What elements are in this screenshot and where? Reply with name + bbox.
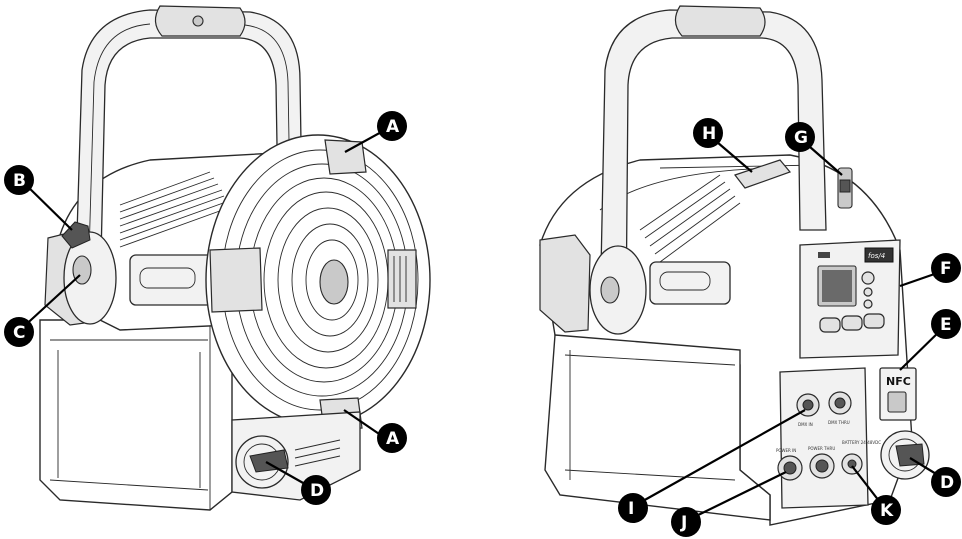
callout-label: J bbox=[680, 513, 687, 533]
callout-e: E bbox=[931, 309, 961, 339]
rear-cooling-fins bbox=[639, 174, 741, 263]
callout-label: D bbox=[940, 473, 954, 493]
panel-button-1[interactable] bbox=[819, 317, 841, 333]
rear-view: fos/4 NFC DMX IN DMX THRU POWER IN POWER… bbox=[539, 5, 930, 526]
nfc-label: NFC bbox=[886, 375, 911, 388]
callout-h: H bbox=[693, 118, 723, 148]
dmx-in-label: DMX IN bbox=[798, 422, 813, 427]
callout-c: C bbox=[4, 317, 34, 347]
callout-label: E bbox=[940, 315, 952, 335]
connector-panel bbox=[779, 367, 869, 509]
panel-button-2[interactable] bbox=[841, 315, 863, 331]
menu-button[interactable] bbox=[861, 271, 875, 285]
callout-label: A bbox=[386, 429, 400, 449]
callout-label: H bbox=[702, 124, 716, 144]
callout-g: G bbox=[785, 122, 815, 152]
rear-base-housing bbox=[544, 334, 771, 521]
callout-label: D bbox=[310, 481, 324, 501]
callout-a-bottom: A bbox=[377, 423, 407, 453]
callout-d-front: D bbox=[301, 475, 331, 505]
gel-clip-top bbox=[324, 139, 367, 175]
cooling-fins bbox=[119, 171, 229, 248]
battery-label: BATTERY 24-48VDC bbox=[842, 440, 881, 445]
up-button[interactable] bbox=[863, 287, 873, 297]
down-button[interactable] bbox=[863, 299, 873, 309]
callout-b: B bbox=[4, 165, 34, 195]
callout-i: I bbox=[618, 493, 648, 523]
callout-d-rear: D bbox=[931, 467, 961, 497]
leader-lines bbox=[19, 129, 947, 521]
callout-label: F bbox=[940, 259, 952, 279]
front-view bbox=[39, 5, 431, 511]
callout-label: K bbox=[880, 501, 894, 521]
callout-a-top: A bbox=[377, 111, 407, 141]
callout-label: I bbox=[628, 499, 634, 519]
power-thru-label: POWER THRU bbox=[808, 446, 835, 451]
accessory-slot bbox=[387, 249, 417, 309]
callout-label: A bbox=[386, 117, 400, 137]
rear-carry-bar bbox=[734, 159, 792, 189]
callout-j: J bbox=[671, 507, 701, 537]
callout-label: G bbox=[794, 128, 808, 148]
callout-k: K bbox=[871, 495, 901, 525]
callout-label: B bbox=[13, 171, 26, 191]
callout-f: F bbox=[931, 253, 961, 283]
dmx-thru-label: DMX THRU bbox=[828, 420, 850, 425]
power-in-label: POWER IN bbox=[776, 448, 796, 453]
brand-mark: fos/4 bbox=[868, 252, 885, 260]
panel-button-3[interactable] bbox=[863, 313, 885, 329]
callout-label: C bbox=[13, 323, 25, 343]
